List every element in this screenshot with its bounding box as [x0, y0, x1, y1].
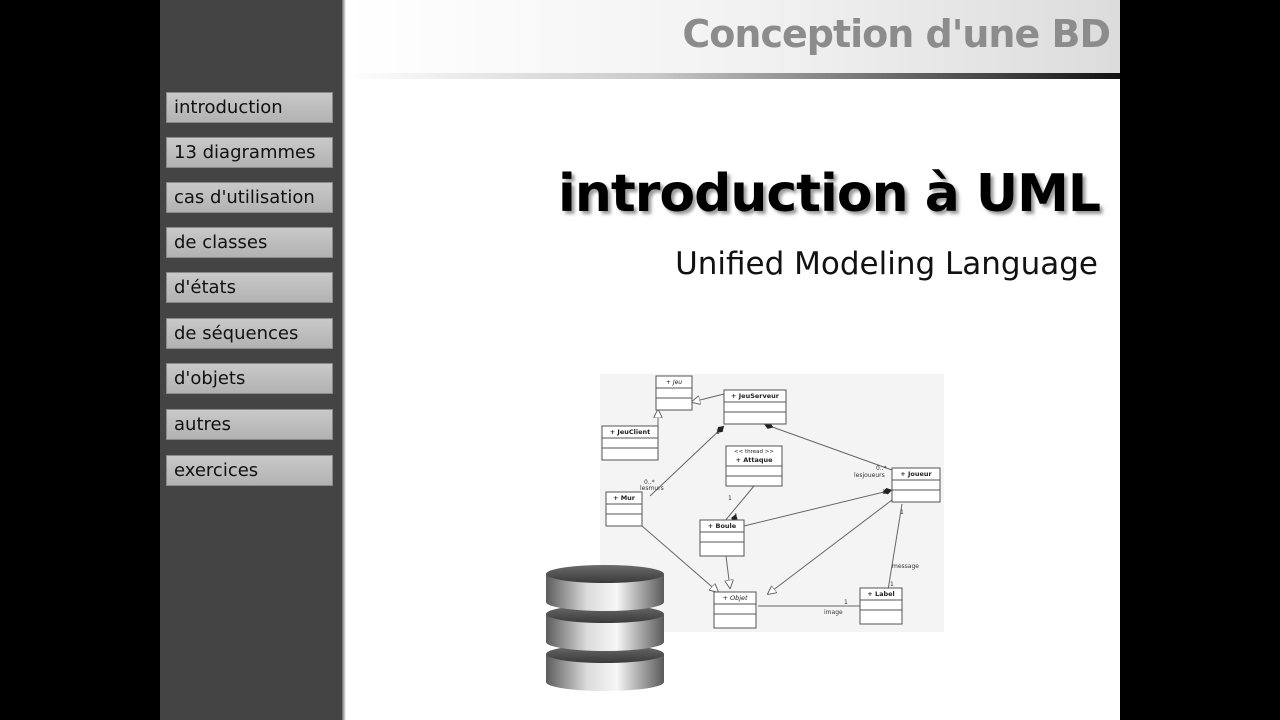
nav-item-objets[interactable]: d'objets: [166, 363, 333, 394]
nav-item-de-classes[interactable]: de classes: [166, 227, 333, 258]
slide-subtitle: Unified Modeling Language: [675, 246, 1098, 282]
nav-item-cas-utilisation[interactable]: cas d'utilisation: [166, 182, 333, 213]
sidebar-shadow: [342, 0, 346, 720]
class-boule-name: + Boule: [708, 522, 737, 530]
edge-jeuserveur-jeu: [692, 393, 725, 402]
mult-joueur-boule: 1: [882, 489, 886, 496]
class-jeuclient: + JeuClient: [601, 425, 659, 461]
mult-joueur-label: 1: [900, 509, 904, 516]
class-jeu-name: + Jeu: [666, 379, 682, 386]
edge-boule-joueur: [743, 487, 893, 527]
edge-attaque-boule: [723, 485, 755, 523]
class-objet: + Objet: [713, 591, 757, 629]
mult-joueur: 0..*: [876, 465, 887, 472]
nav-item-sequences[interactable]: de séquences: [166, 318, 333, 349]
database-icon: [546, 565, 664, 691]
class-joueur: + Joueur: [891, 467, 941, 503]
database-disk-middle: [546, 605, 664, 651]
slide-title: introduction à UML: [558, 164, 1101, 224]
mult-label: 1: [890, 581, 894, 588]
assoc-label-image: image: [824, 609, 843, 616]
assoc-label-message: message: [892, 563, 919, 570]
assoc-label-lesjoueurs: lesjoueurs: [854, 472, 885, 479]
class-mur-name: + Mur: [613, 494, 636, 502]
class-attaque-stereotype: << thread >>: [734, 449, 774, 455]
nav-item-etats[interactable]: d'états: [166, 272, 333, 303]
class-attaque-name: + Attaque: [735, 456, 773, 464]
mult-attaque: 1: [728, 495, 732, 502]
slide-header-title: Conception d'une BD: [682, 12, 1111, 56]
edge-boule-attaque-diamond: [731, 513, 738, 524]
class-joueur-name: + Joueur: [900, 470, 932, 478]
header-divider: [346, 73, 1120, 79]
mult-image: 1: [844, 599, 848, 606]
slide-content: Conception d'une BD introduction à UML U…: [346, 0, 1120, 720]
database-disk-top: [546, 565, 664, 611]
class-jeuserveur-name: + JeuServeur: [731, 392, 780, 400]
slide-header: Conception d'une BD: [346, 0, 1120, 74]
class-jeuclient-name: + JeuClient: [610, 428, 651, 436]
class-jeuserveur: + JeuServeur: [723, 389, 787, 425]
edge-joueur-jeuserveur: [763, 422, 893, 471]
assoc-label-lesmurs: lesmurs: [640, 485, 664, 492]
nav-item-exercices[interactable]: exercices: [166, 455, 333, 486]
edge-joueur-objet: [768, 499, 893, 594]
nav-item-13-diagrammes[interactable]: 13 diagrammes: [166, 137, 333, 168]
class-label-name: + Label: [867, 590, 895, 598]
class-jeu: + Jeu: [655, 375, 693, 411]
mult-jeuserveur-mur: 1: [716, 429, 720, 436]
class-boule: + Boule: [699, 519, 745, 557]
mult-mur: 0..*: [644, 479, 655, 486]
class-attaque: << thread >> + Attaque: [725, 445, 783, 487]
edge-mur-jeuserveur: [649, 425, 725, 497]
mult-boule: 1: [734, 513, 738, 520]
class-mur: + Mur: [605, 491, 643, 527]
edge-joueur-label: [887, 503, 903, 591]
database-disk-bottom: [546, 645, 664, 691]
edge-boule-objet: [726, 555, 730, 588]
edge-mur-objet: [641, 525, 718, 592]
class-label: + Label: [859, 587, 903, 625]
class-objet-name: + Objet: [722, 594, 748, 602]
nav-item-autres[interactable]: autres: [166, 409, 333, 440]
nav-item-introduction[interactable]: introduction: [166, 92, 333, 123]
